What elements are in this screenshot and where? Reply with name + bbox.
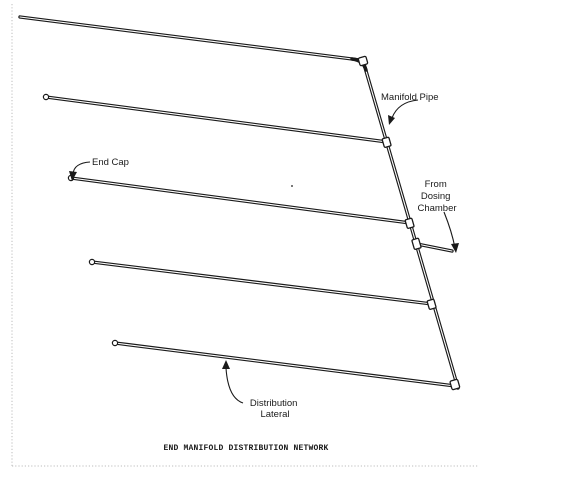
manifold-pipe-leader <box>388 99 419 125</box>
from-line: From <box>425 179 447 190</box>
distribution-lateral-1 <box>18 15 362 62</box>
elbow-fitting-icon <box>350 55 369 72</box>
speck-mark <box>291 185 293 187</box>
from-dosing-chamber-label: From Dosing Chamber <box>417 179 456 214</box>
dosing-line: Dosing <box>421 191 451 202</box>
elbow-fitting-icon <box>449 378 461 391</box>
distribution-lateral-5 <box>113 341 457 388</box>
distribution-lateral-3 <box>69 176 412 225</box>
end-cap-icon <box>42 93 50 101</box>
tee-fitting-icon <box>404 217 415 229</box>
distribution-lateral-2 <box>44 95 389 144</box>
diagram-caption: END MANIFOLD DISTRIBUTION NETWORK <box>163 444 328 453</box>
tee-fitting-icon <box>381 136 392 148</box>
manifold-pipe-label: Manifold Pipe <box>381 92 439 103</box>
end-cap-icon <box>111 339 119 347</box>
end-cap-icon <box>88 258 96 266</box>
distribution-line: Distribution <box>250 398 298 409</box>
end-cap-label: End Cap <box>92 157 129 168</box>
dosing-chamber-leader <box>443 211 459 253</box>
distribution-lateral-label: Distribution Lateral <box>250 398 300 420</box>
tee-fitting-icon <box>426 298 437 310</box>
chamber-line: Chamber <box>417 203 456 214</box>
lateral-line: Lateral <box>260 409 289 420</box>
tee-fitting-icon <box>411 237 422 250</box>
distribution-lateral-4 <box>90 260 434 306</box>
inlet-pipe <box>415 242 454 253</box>
distribution-lateral-leader <box>222 360 244 404</box>
end-cap-leader <box>69 161 91 181</box>
